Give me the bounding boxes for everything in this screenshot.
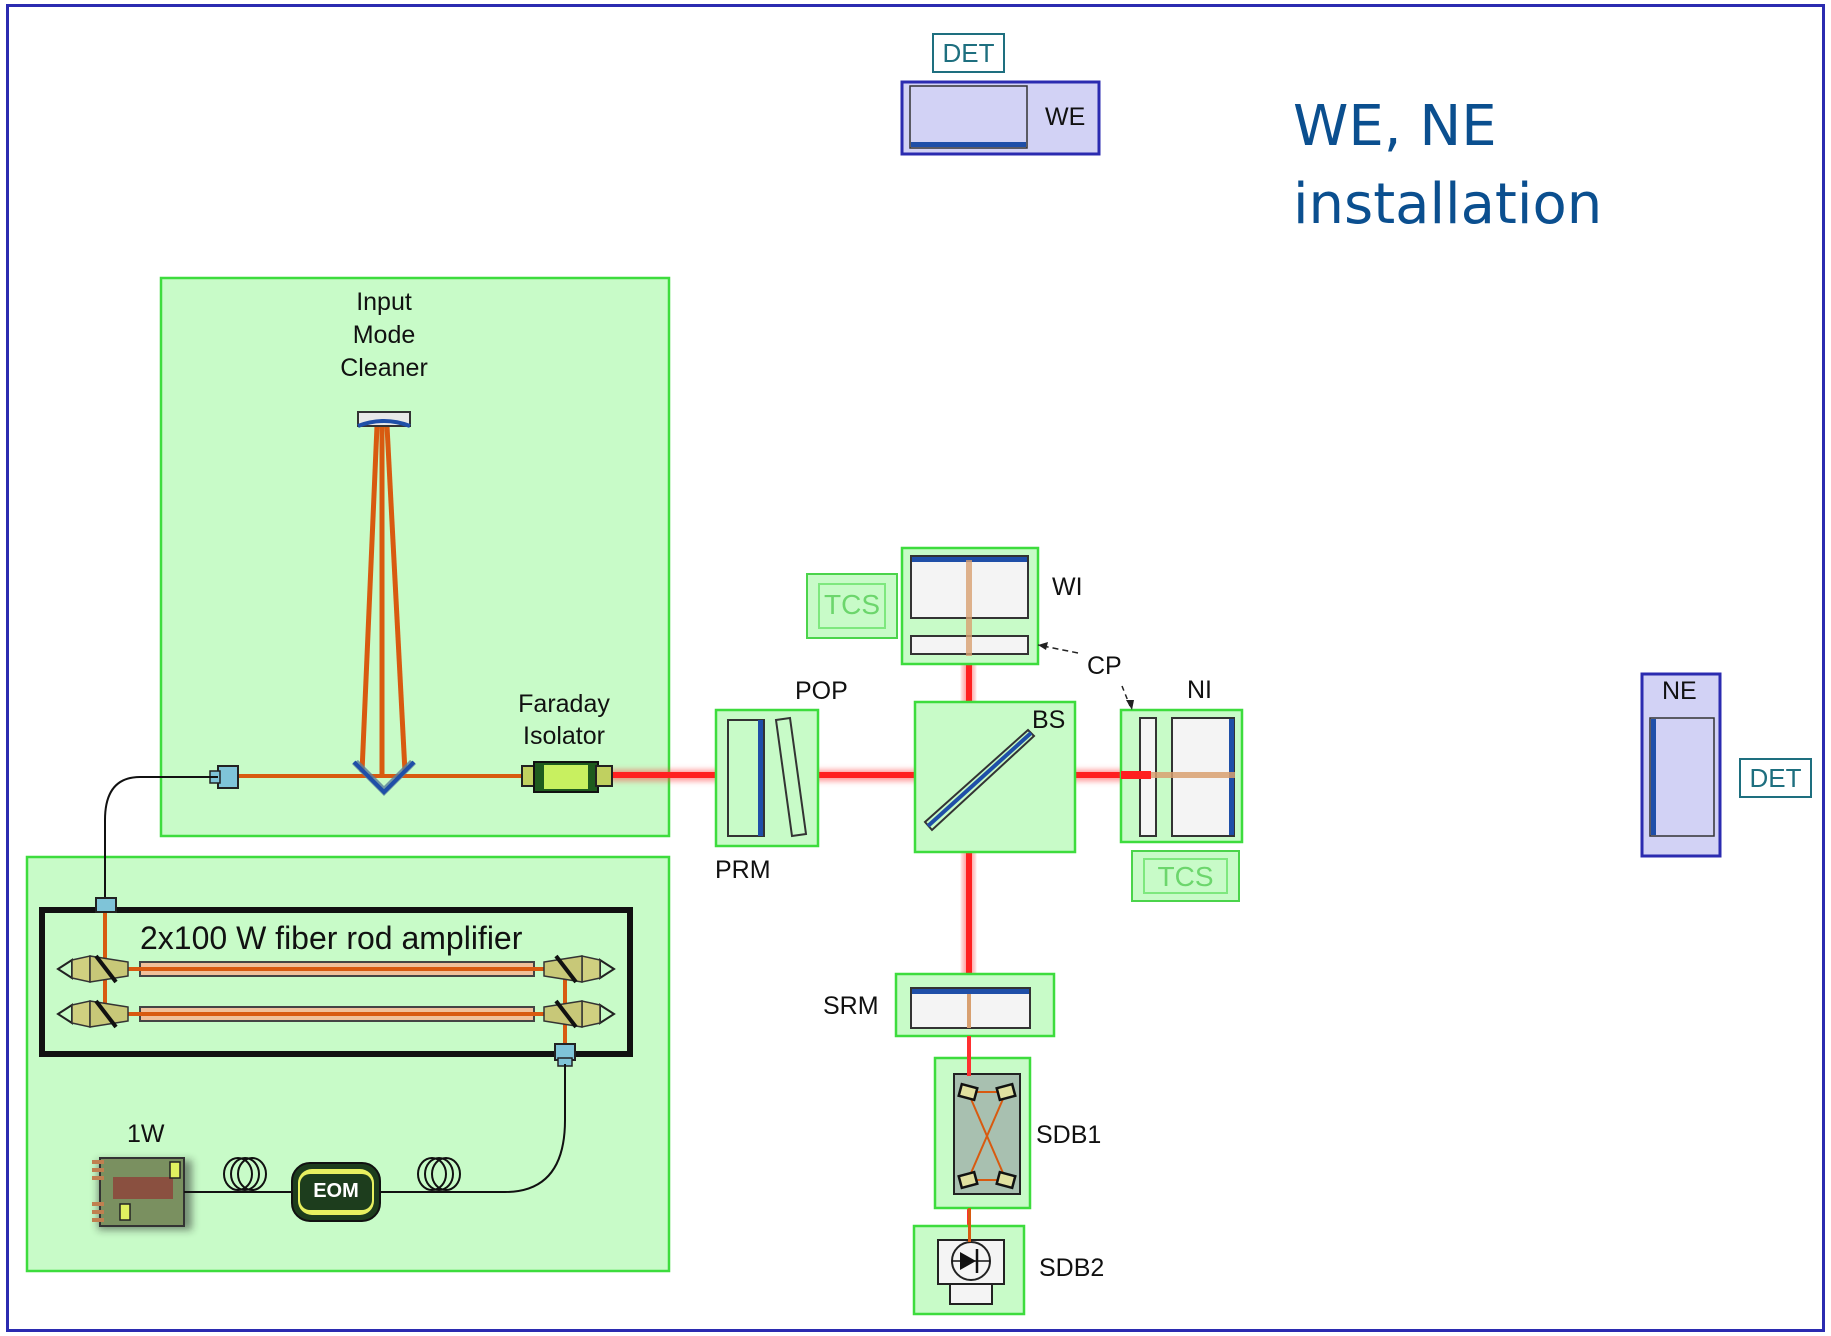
title-line-1: WE, NE — [1293, 94, 1497, 159]
label-amplifier: 2x100 W fiber rod amplifier — [140, 920, 523, 956]
tcs-box-left: TCS — [806, 573, 898, 639]
label-sdb2: SDB2 — [1039, 1254, 1105, 1282]
pop-plate — [774, 716, 808, 838]
imc-v-mirror — [352, 760, 416, 796]
label-imc: Input Mode Cleaner — [340, 288, 428, 382]
fiber-rods — [103, 905, 567, 1045]
tcs-label: TCS — [818, 583, 886, 629]
diagram-frame — [6, 4, 1825, 1332]
tcs-box-right: TCS — [1131, 850, 1240, 902]
label-pop: POP — [795, 677, 848, 705]
page-title: WE, NE installation — [1293, 88, 1713, 244]
fiber-to-imc — [104, 776, 218, 902]
seed-fiber — [184, 1064, 566, 1193]
label-ni: NI — [1187, 676, 1212, 704]
amp-optics-right — [543, 954, 616, 1029]
imc-curved-mirror — [357, 411, 411, 428]
label-srm: SRM — [823, 992, 879, 1020]
fiber-coil-icon — [223, 1157, 267, 1191]
beam-splitter-icon — [923, 728, 1036, 832]
prm-bench — [714, 708, 820, 848]
fiber-coil-icon — [417, 1157, 461, 1191]
amplifier-box — [39, 907, 633, 1057]
prm-mirror — [727, 719, 765, 837]
fiber-coupler — [217, 765, 239, 789]
label-cp: CP — [1087, 652, 1122, 680]
amp-coupler-top — [95, 897, 117, 913]
amp-optics-left — [56, 954, 129, 1029]
label-ne: NE — [1662, 677, 1697, 705]
label-bs: BS — [1032, 706, 1066, 734]
photodiode-icon — [951, 1241, 991, 1281]
imc-bench — [159, 276, 671, 838]
label-prm: PRM — [715, 856, 771, 884]
label-eom: EOM — [313, 1180, 359, 1202]
det-box-right: DET — [1739, 758, 1812, 798]
sdb1-mirrors — [957, 1082, 1017, 1190]
label-1w: 1W — [127, 1120, 165, 1148]
label-faraday: Faraday Isolator — [518, 690, 610, 750]
label-wi: WI — [1052, 573, 1083, 601]
label-sdb1: SDB1 — [1036, 1121, 1102, 1149]
title-line-2: installation — [1293, 172, 1603, 237]
cp-pointer-arrows — [1037, 642, 1134, 710]
label-we: WE — [1045, 103, 1086, 131]
tcs-label: TCS — [1143, 858, 1228, 894]
faraday-isolator — [521, 761, 613, 793]
det-box-top: DET — [932, 33, 1005, 73]
bs-bench — [913, 700, 1077, 854]
seed-laser-1w — [92, 1157, 192, 1230]
